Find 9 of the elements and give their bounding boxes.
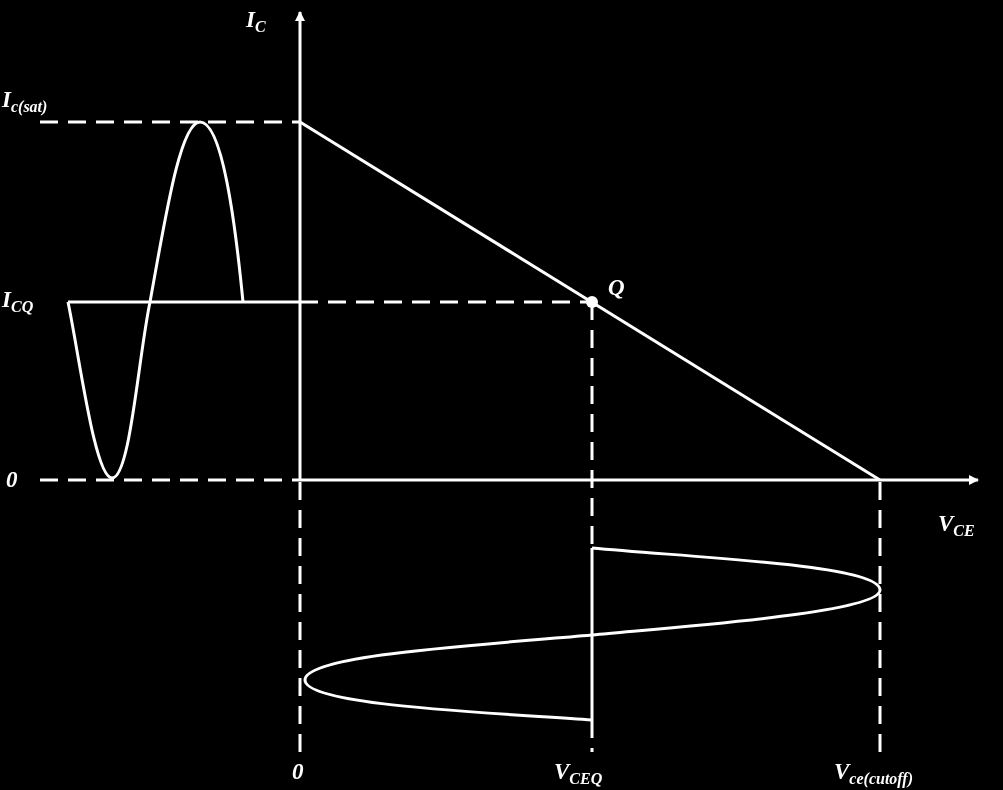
- tick-label: 0: [292, 760, 304, 783]
- tick-label: V$_{CEQ}$: [554, 760, 603, 787]
- tick-label: I$_{CQ}$: [2, 288, 34, 315]
- tick-label: 0: [6, 468, 18, 491]
- tick-label: V$_{ce(cutoff)}$: [834, 760, 913, 787]
- axis-label: V$_{CE}$: [938, 512, 975, 539]
- point-label: Q: [608, 276, 625, 299]
- axis-label: I$_{C}$: [246, 8, 266, 35]
- tick-label: I$_{c(sat)}$: [2, 88, 48, 115]
